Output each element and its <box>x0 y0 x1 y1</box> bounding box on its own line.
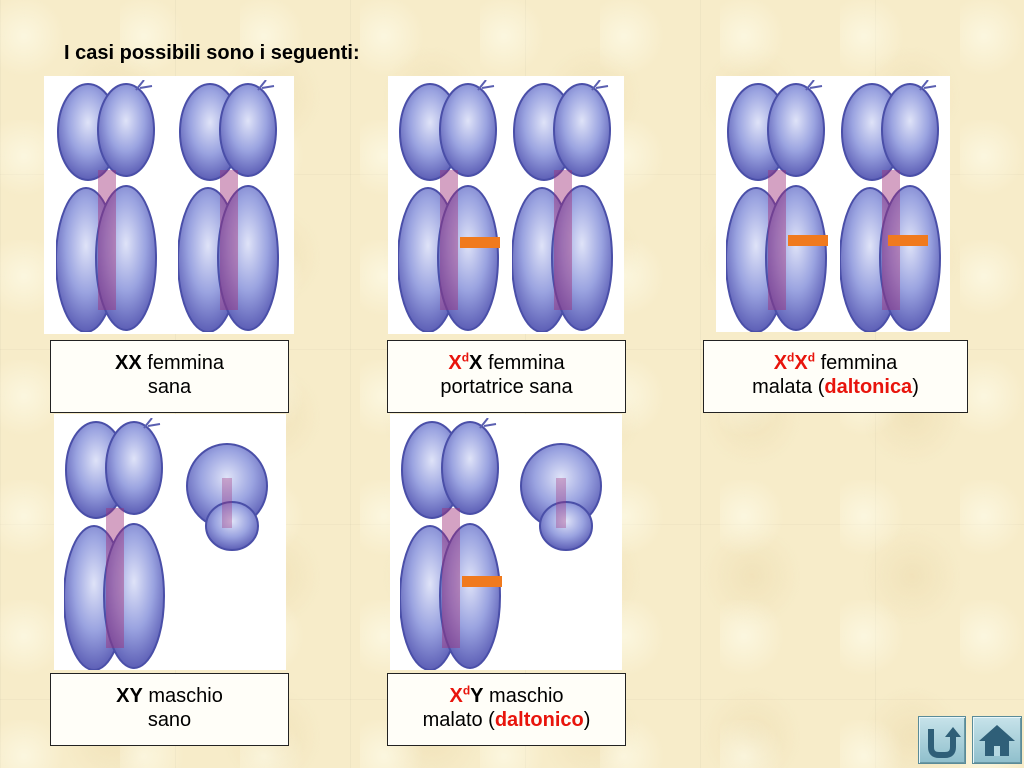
chromosome-panel-xdy <box>390 414 622 670</box>
chromosome-x-image <box>512 80 613 332</box>
genotype-superscript: d <box>462 683 471 698</box>
back-button[interactable] <box>918 716 966 764</box>
chromosome-y-image <box>520 443 602 551</box>
caption-xdy: XdY maschio malato (daltonico) <box>387 673 626 746</box>
genotype-superscript: d <box>461 350 470 365</box>
genotype-label: XX <box>115 352 142 374</box>
caption-xdxd: XdXd femmina malata (daltonica) <box>703 340 968 413</box>
caption-highlight: daltonica <box>824 376 913 398</box>
genotype-label: X <box>794 352 808 374</box>
chromosome-x-image <box>178 80 279 332</box>
return-arrow-icon <box>928 727 961 758</box>
caption-desc: femmina <box>482 352 565 374</box>
caption-xx: XX femmina sana <box>50 340 289 413</box>
caption-line2: portatrice sana <box>440 376 573 398</box>
slide-title: I casi possibili sono i seguenti: <box>64 42 360 64</box>
chromosome-x-image <box>64 418 165 670</box>
caption-desc: femmina <box>815 352 898 374</box>
caption-line2: sano <box>147 709 192 731</box>
genotype-label: X <box>448 352 462 374</box>
caption-desc: maschio <box>142 685 223 707</box>
genotype-superscript: d <box>787 350 795 365</box>
genotype-superscript: d <box>807 350 816 365</box>
caption-line2: malata ( <box>752 376 825 398</box>
genotype-label: X <box>469 352 483 374</box>
chromosome-x-marked-image <box>840 80 941 332</box>
home-button[interactable] <box>972 716 1022 764</box>
chromosome-y-image <box>186 443 268 551</box>
chromosome-panel-xdx <box>388 76 624 334</box>
genotype-label: XY <box>116 685 143 707</box>
caption-desc: femmina <box>141 352 224 374</box>
genotype-label: Y <box>470 685 484 707</box>
chromosome-x-image <box>56 80 157 332</box>
caption-highlight: daltonico <box>494 709 584 731</box>
chromosome-x-marked-image <box>726 80 828 332</box>
chromosome-x-marked-image <box>400 418 502 670</box>
caption-line2: sana <box>147 376 192 398</box>
caption-xy: XY maschio sano <box>50 673 289 746</box>
caption-line2: malato ( <box>422 709 495 731</box>
caption-desc: maschio <box>483 685 564 707</box>
genotype-label: X <box>773 352 788 374</box>
chromosome-panel-xx <box>44 76 294 334</box>
genotype-label: X <box>449 685 463 707</box>
chromosome-x-marked-image <box>398 80 500 332</box>
chromosome-panel-xy <box>54 414 286 670</box>
caption-line2-end: ) <box>583 709 591 731</box>
home-icon <box>979 725 1015 756</box>
caption-xdx: XdX femmina portatrice sana <box>387 340 626 413</box>
chromosome-panel-xdxd <box>716 76 950 332</box>
caption-line2-end: ) <box>912 376 919 398</box>
